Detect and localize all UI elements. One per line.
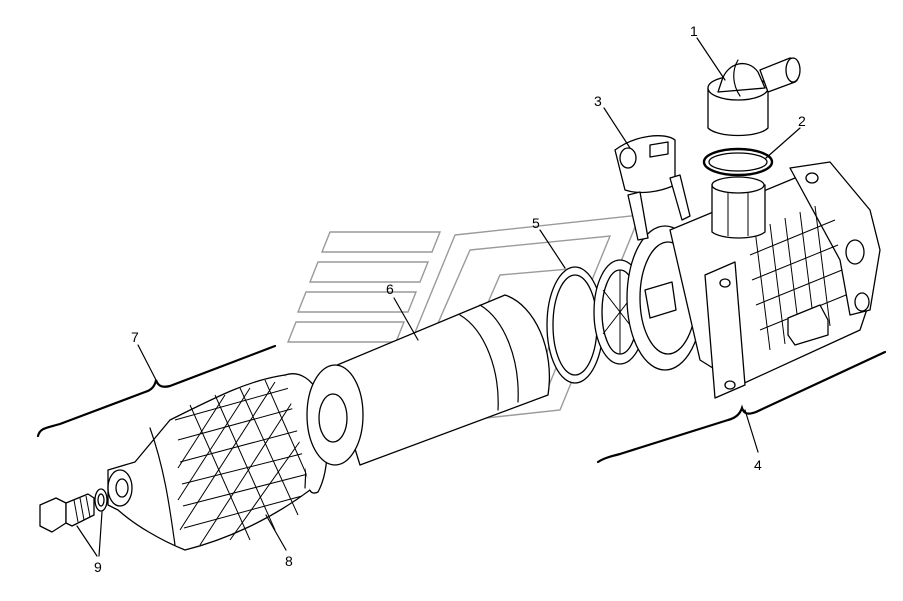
callout-9: 9 (94, 559, 102, 575)
part-2-o-ring (702, 147, 774, 239)
part-9-plug-and-washer (39, 488, 108, 533)
group-bracket-7 (36, 344, 277, 438)
callout-7: 7 (131, 329, 139, 345)
callout-4: 4 (754, 457, 762, 473)
group-bracket-4 (596, 350, 887, 464)
part-1-elbow-cap (707, 57, 801, 137)
callout-8: 8 (285, 553, 293, 569)
callout-2: 2 (798, 113, 806, 129)
part-6-filter-cartridge (306, 294, 550, 466)
part-3-clip (614, 135, 691, 241)
callout-1: 1 (690, 23, 698, 39)
callout-5: 5 (532, 215, 540, 231)
leader-lines (76, 37, 801, 557)
part-8-filter-bowl (107, 373, 328, 551)
callout-3: 3 (594, 93, 602, 109)
callout-6: 6 (386, 281, 394, 297)
